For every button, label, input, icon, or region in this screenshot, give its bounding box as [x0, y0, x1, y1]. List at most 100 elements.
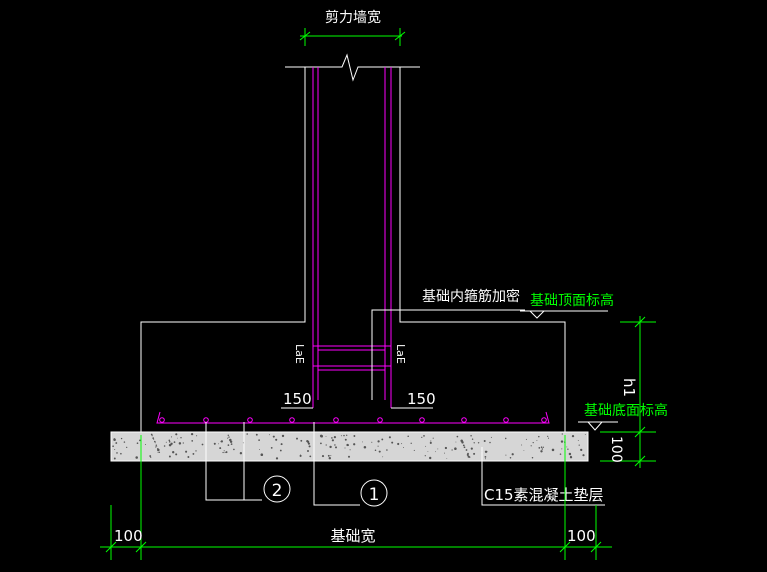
concrete-speckle — [220, 440, 222, 443]
bottom-elevation-label: 基础底面标高 — [584, 402, 668, 419]
concrete-speckle — [153, 438, 155, 440]
concrete-speckle — [462, 444, 465, 447]
rebar-group — [156, 67, 550, 424]
concrete-speckle — [410, 442, 412, 444]
concrete-speckle — [195, 450, 197, 452]
concrete-speckle — [346, 434, 348, 436]
concrete-speckle — [584, 433, 586, 435]
concrete-speckle — [170, 436, 173, 438]
concrete-speckle — [145, 444, 146, 445]
concrete-speckle — [444, 446, 448, 450]
concrete-speckle — [509, 457, 512, 459]
concrete-speckle — [113, 457, 116, 460]
concrete-speckle — [135, 456, 138, 459]
concrete-speckle — [321, 455, 325, 458]
concrete-speckle — [423, 435, 425, 437]
concrete-speckle — [192, 452, 195, 455]
concrete-speckle — [504, 437, 507, 440]
concrete-speckle — [299, 454, 302, 457]
concrete-speckle — [490, 436, 492, 438]
concrete-speckle — [353, 443, 356, 446]
concrete-speckle — [421, 436, 423, 438]
concrete-speckle — [163, 445, 166, 447]
concrete-speckle — [471, 438, 474, 440]
concrete-speckle — [538, 435, 540, 438]
wall-left-face — [140, 67, 306, 432]
stirrup-leader — [371, 309, 525, 400]
concrete-speckle — [334, 444, 336, 446]
concrete-speckle — [222, 451, 224, 454]
concrete-speckle — [180, 437, 182, 439]
concrete-speckle — [272, 435, 275, 438]
concrete-speckle — [182, 442, 184, 444]
concrete-speckle — [325, 444, 327, 446]
concrete-speckle — [229, 440, 233, 444]
concrete-speckle — [344, 438, 347, 441]
concrete-speckle — [463, 446, 466, 449]
rebar-callout-2: 2 — [272, 481, 283, 501]
concrete-speckle — [377, 440, 380, 443]
concrete-speckle — [170, 442, 173, 445]
h1-label: h1 — [620, 378, 638, 397]
concrete-speckle — [309, 455, 312, 458]
shear-wall — [140, 53, 566, 432]
bottom-dimension — [100, 435, 612, 560]
concrete-speckle — [455, 441, 457, 443]
top-elevation-label: 基础顶面标高 — [530, 292, 614, 309]
concrete-speckle — [246, 433, 249, 435]
concrete-speckle — [444, 452, 445, 454]
concrete-speckle — [331, 437, 333, 439]
concrete-speckle — [454, 447, 457, 450]
concrete-speckle — [467, 455, 470, 458]
concrete-speckle — [568, 452, 572, 456]
foundation-width-label: 基础宽 — [330, 527, 375, 545]
concrete-speckle — [456, 435, 459, 438]
concrete-speckle — [258, 439, 260, 441]
concrete-speckle — [483, 440, 486, 442]
concrete-speckle — [173, 441, 176, 443]
concrete-speckle — [154, 442, 156, 444]
concrete-speckle — [578, 444, 580, 446]
dim-100-vertical: 100 — [608, 436, 624, 463]
cushion-label: C15素混凝土垫层 — [484, 486, 604, 504]
concrete-speckle — [446, 458, 448, 459]
concrete-speckle — [329, 445, 332, 449]
concrete-speckle — [280, 443, 283, 446]
concrete-speckle — [466, 453, 469, 456]
concrete-speckle — [525, 438, 527, 440]
concrete-speckle — [386, 449, 388, 451]
concrete-speckle — [328, 457, 331, 460]
concrete-speckle — [371, 441, 373, 443]
concrete-speckle — [561, 433, 563, 435]
concrete-speckle — [239, 452, 243, 455]
concrete-speckle — [201, 443, 204, 446]
concrete-speckle — [434, 451, 436, 453]
concrete-speckle — [547, 437, 550, 439]
distribution-bars — [159, 417, 547, 423]
concrete-speckle — [115, 442, 118, 444]
concrete-speckle — [413, 449, 415, 451]
concrete-speckle — [561, 448, 563, 450]
concrete-speckle — [559, 453, 562, 455]
concrete-speckle — [381, 438, 384, 441]
concrete-speckle — [505, 454, 507, 456]
concrete-speckle — [362, 441, 364, 443]
concrete-speckle — [465, 449, 468, 451]
concrete-speckle — [473, 442, 475, 444]
concrete-speckle — [538, 447, 541, 449]
concrete-speckle — [112, 445, 114, 448]
concrete-speckle — [407, 435, 409, 437]
vertical-dimension — [600, 316, 656, 468]
concrete-speckle — [403, 447, 404, 448]
concrete-speckle — [306, 440, 310, 443]
concrete-speckle — [126, 446, 128, 449]
concrete-speckle — [560, 440, 564, 443]
concrete-speckle — [157, 451, 159, 453]
concrete-speckle — [551, 448, 555, 452]
concrete-speckle — [165, 441, 167, 443]
concrete-speckle — [114, 449, 116, 450]
concrete-speckle — [224, 452, 226, 454]
concrete-speckle — [275, 457, 279, 460]
concrete-speckle — [547, 435, 549, 437]
